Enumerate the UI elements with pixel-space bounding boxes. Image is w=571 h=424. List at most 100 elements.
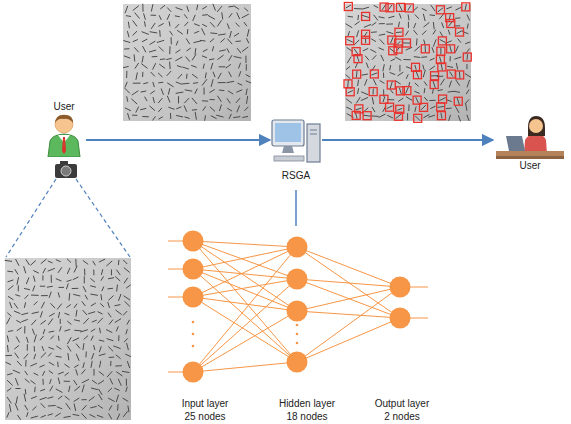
specimen-mark [195,89,198,94]
specimen-mark [134,47,138,52]
specimen-mark [108,347,113,352]
detection-box [380,95,388,103]
specimen-mark [123,260,127,264]
weight-line [193,269,297,362]
specimen-mark [175,50,180,53]
specimen-mark [184,22,188,26]
layer-caption: Input layer 25 nodes [177,397,233,423]
specimen-mark [111,269,112,275]
specimen-mark [374,15,378,21]
specimen-mark [371,73,377,75]
specimen-mark [123,411,127,417]
specimen-mark [91,329,95,332]
specimen-mark [210,32,217,34]
specimen-mark [108,302,110,308]
specimen-mark [135,63,139,69]
detection-box [447,19,455,27]
specimen-mark [161,88,163,94]
specimen-mark [114,305,120,306]
specimen-mark [447,100,452,102]
specimen-mark [438,8,443,12]
specimen-mark [69,293,71,300]
specimen-mark [34,387,36,392]
specimen-mark [197,5,198,11]
specimen-mark [433,30,436,35]
specimen-mark [82,385,84,393]
detection-box [395,28,403,36]
specimen-mark [209,90,214,93]
specimen-mark [348,16,353,18]
specimen-mark [456,63,457,70]
specimen-mark [67,259,71,263]
specimen-mark [455,7,460,10]
specimen-mark [356,71,358,78]
specimen-mark [203,106,206,110]
specimen-mark [31,416,38,418]
user-body [48,134,80,157]
specimen-mark [142,39,147,42]
specimen-mark [34,346,35,351]
specimen-mark [142,72,143,77]
specimen-mark [414,91,419,93]
specimen-mark [175,15,180,17]
specimen-mark [58,378,60,384]
specimen-mark [457,98,459,105]
specimen-mark [219,90,224,92]
specimen-mark [31,396,37,398]
specimen-mark [18,415,21,420]
specimen-mark [372,107,375,112]
specimen-mark [191,65,196,67]
specimen-mark [48,414,53,416]
specimen-mark [415,106,416,111]
specimen-mark [236,41,241,42]
specimen-mark [123,66,129,67]
specimen-mark [33,270,38,273]
specimen-mark [7,280,13,282]
specimen-mark [227,108,232,111]
specimen-mark [149,50,156,52]
specimen-mark [59,287,65,288]
specimen-mark [423,65,424,70]
specimen-mark [150,15,156,16]
weight-line [193,241,297,279]
specimen-mark [40,311,42,317]
specimen-mark [150,41,156,44]
specimen-mark [194,48,196,54]
specimen-mark [74,403,76,411]
specimen-mark [125,82,127,88]
specimen-mark [465,42,470,44]
specimen-mark [99,328,100,333]
specimen-mark [213,72,215,77]
specimen-mark [143,83,148,84]
specimen-mark [227,23,229,29]
specimen-mark [47,397,53,399]
specimen-mark [425,45,426,52]
specimen-mark [47,286,53,288]
specimen-mark [433,39,436,46]
specimen-mark [25,389,27,394]
specimen-mark [177,30,183,34]
specimen-mark [145,97,148,101]
specimen-mark [361,92,368,95]
specimen-mark [27,412,29,417]
specimen-mark [437,76,444,78]
specimen-mark [184,14,187,18]
specimen-mark [424,40,426,45]
specimen-mark [33,373,38,375]
specimen-mark [403,42,410,43]
specimen-mark [212,46,213,51]
specimen-mark [58,336,60,341]
specimen-mark [64,329,70,331]
neuron [287,301,308,322]
specimen-mark [16,336,19,342]
detection-box [346,88,354,96]
specimen-mark [141,64,147,69]
detection-box [362,36,370,44]
specimen-mark [24,266,26,273]
specimen-mark [58,312,59,318]
desk [496,151,564,156]
specimen-mark [24,302,25,307]
specimen-mark [41,415,46,417]
specimen-mark [159,15,161,20]
specimen-mark [7,412,9,417]
